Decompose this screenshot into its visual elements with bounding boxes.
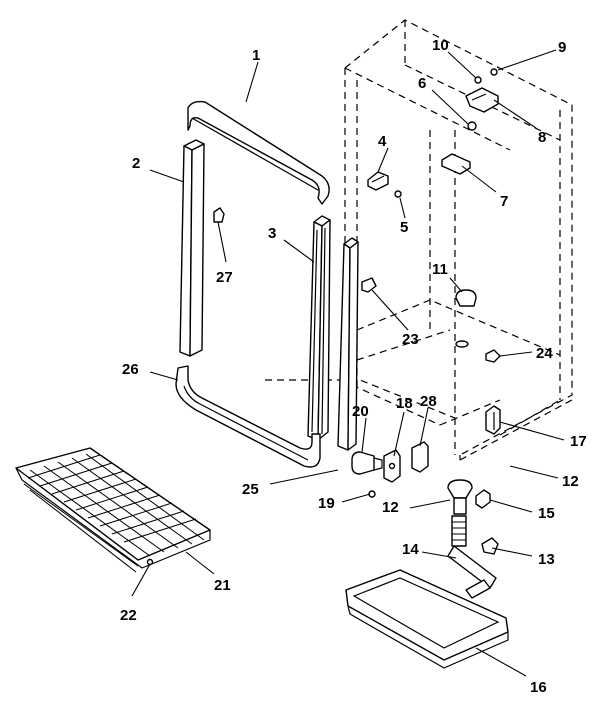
part-12-drain-fitting [447,479,473,515]
callout-21: 21 [214,577,231,594]
callout-15: 15 [538,505,555,522]
part-4-bracket [367,171,389,191]
part-9-screw [490,68,498,76]
callout-4: 4 [378,133,387,150]
callout-18: 18 [396,395,413,412]
callout-12b: 12 [382,499,399,516]
part-11-cap [455,289,477,348]
part-7-bracket [441,153,471,175]
part-21-wire-shelf [15,447,211,573]
callout-27: 27 [216,269,233,286]
part-24-clip [485,349,501,363]
part-8-top-hinge [465,87,499,113]
part-13-clip [481,537,499,555]
callout-3: 3 [268,225,276,242]
callout-25: 25 [242,481,259,498]
leader-lines [131,49,565,677]
callout-7: 7 [500,193,508,210]
part-2-left-bar [179,139,205,357]
part-27-clip [213,207,225,223]
part-28-hinge-plate [411,441,429,473]
callout-22: 22 [120,607,137,624]
part-25-strip [337,237,359,451]
part-10-screw [474,76,482,84]
callout-labels: 1 2 3 4 5 6 7 8 9 10 11 12 12 13 14 15 1… [120,37,587,696]
part-18-hinge [383,449,401,483]
callout-10: 10 [432,37,449,54]
part-16-drain-pan [345,569,509,669]
part-15-plug [475,489,491,509]
callout-9: 9 [558,39,566,56]
callout-6: 6 [418,75,426,92]
callout-26: 26 [122,361,139,378]
callout-11: 11 [432,261,448,278]
callout-12a: 12 [562,473,579,490]
part-5-screw [394,190,402,198]
part-1-top-rail [187,100,330,205]
callout-17: 17 [570,433,587,450]
cabinet-outline [265,19,573,461]
part-6-hinge-pin [467,121,477,131]
part-14-drain-tube [447,515,497,599]
callout-5: 5 [400,219,408,236]
part-17-bracket [485,405,501,435]
callout-24: 24 [536,345,553,362]
callout-13: 13 [538,551,555,568]
part-20-hinge-pin [351,451,383,475]
callout-8: 8 [538,129,546,146]
callout-23: 23 [402,331,419,348]
callout-28: 28 [420,393,437,410]
part-26-bottom-rail [175,365,321,468]
callout-16: 16 [530,679,547,696]
callout-20: 20 [352,403,369,420]
callout-14: 14 [402,541,419,558]
part-23-clip [361,277,377,293]
callout-1: 1 [252,47,260,64]
callout-19: 19 [318,495,335,512]
callout-2: 2 [132,155,140,172]
part-3-right-bar [307,215,331,441]
